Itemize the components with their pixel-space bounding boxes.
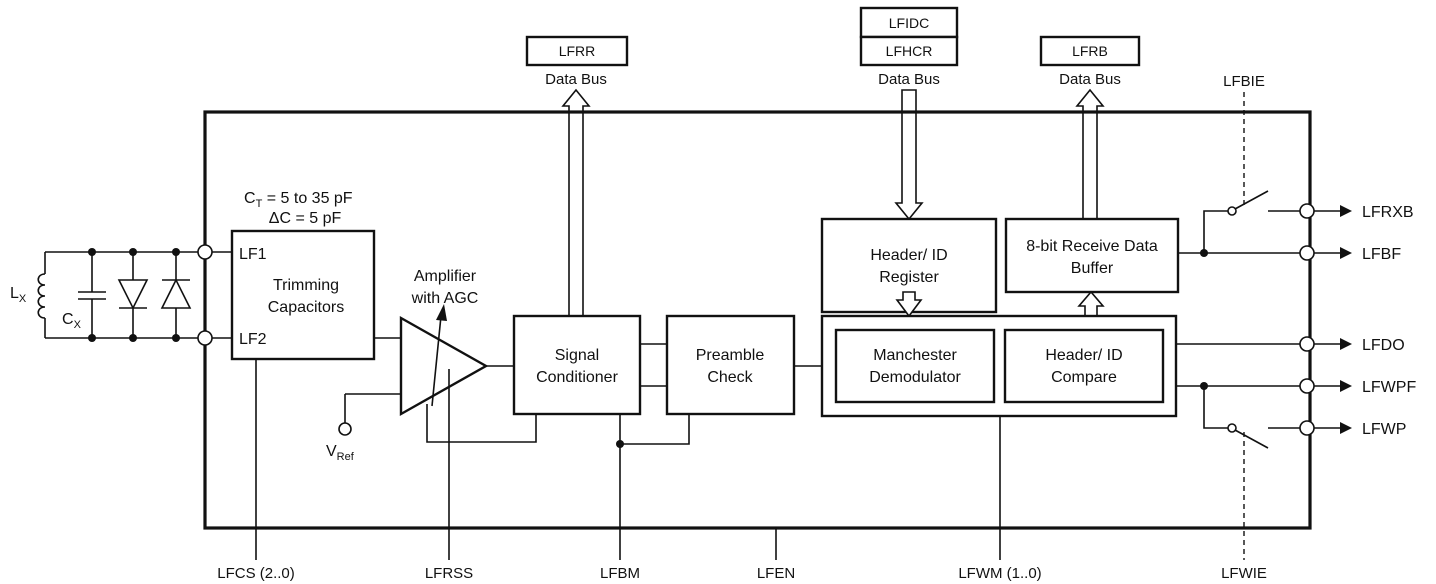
lfidc-lfhcr-register-group: LFIDC LFHCR Data Bus bbox=[859, 6, 959, 221]
delta-c-label: ΔC = 5 pF bbox=[269, 210, 342, 227]
lfbf-arrow-icon bbox=[1340, 247, 1352, 259]
agc-arrow-head-icon bbox=[436, 304, 447, 321]
lfrb-label: LFRB bbox=[1072, 43, 1108, 59]
lfrxb-switch-contact bbox=[1227, 206, 1237, 216]
compare-line2: Compare bbox=[1051, 369, 1117, 386]
lfrss-label: LFRSS bbox=[425, 565, 473, 582]
header-id-register-line1: Header/ ID bbox=[870, 247, 947, 264]
lfen-label: LFEN bbox=[757, 565, 795, 582]
preamble-line1: Preamble bbox=[696, 347, 765, 364]
data-bus-arrow-down-2 bbox=[894, 89, 924, 221]
output-pin-lfwpf: LFWPF bbox=[1299, 378, 1416, 396]
ct-range-label: CT = 5 to 35 pF bbox=[244, 190, 353, 210]
lfbm-label: LFBM bbox=[600, 565, 640, 582]
trimming-line1: Trimming bbox=[273, 277, 339, 294]
register-to-compare-arrow bbox=[895, 291, 923, 318]
data-bus-label-1: Data Bus bbox=[545, 71, 607, 88]
lfrr-label: LFRR bbox=[559, 43, 596, 59]
signal-conditioner-block bbox=[512, 314, 642, 416]
lfdo-arrow-icon bbox=[1340, 338, 1352, 350]
manchester-demodulator-block bbox=[834, 328, 996, 404]
data-bus-arrow-up-3 bbox=[1075, 88, 1105, 220]
agc-arrow-line bbox=[431, 315, 442, 407]
receive-data-buffer-block bbox=[1004, 217, 1180, 294]
header-id-register-line2: Register bbox=[879, 269, 939, 286]
signal-conditioner-line1: Signal bbox=[555, 347, 599, 364]
data-bus-arrow-up-1 bbox=[561, 88, 591, 317]
diode-2-icon bbox=[160, 278, 192, 309]
lf2-pin bbox=[197, 330, 213, 346]
lf1-label: LF1 bbox=[239, 246, 267, 263]
lfwp-arrow-icon bbox=[1340, 422, 1352, 434]
lfbf-label: LFBF bbox=[1362, 246, 1401, 263]
vref-label: VRef bbox=[326, 443, 355, 463]
lfrxb-label: LFRXB bbox=[1362, 204, 1414, 221]
preamble-line2: Check bbox=[707, 369, 753, 386]
lfwp-switch-contact bbox=[1227, 423, 1237, 433]
lfidc-label: LFIDC bbox=[889, 15, 929, 31]
signal-conditioner-line2: Conditioner bbox=[536, 369, 619, 386]
data-bus-label-3: Data Bus bbox=[1059, 71, 1121, 88]
amplifier-line2: with AGC bbox=[411, 290, 479, 307]
header-id-compare-block bbox=[1003, 328, 1165, 404]
manchester-line1: Manchester bbox=[873, 347, 957, 364]
data-bus-label-2: Data Bus bbox=[878, 71, 940, 88]
lfhcr-register-box bbox=[859, 35, 959, 67]
output-pin-lfrxb: LFRXB bbox=[1299, 203, 1414, 221]
receive-buffer-line2: Buffer bbox=[1071, 260, 1114, 277]
lfwpf-arrow-icon bbox=[1340, 380, 1352, 392]
amplifier-line1: Amplifier bbox=[414, 268, 477, 285]
inductor-lx-icon bbox=[37, 273, 46, 319]
cx-label: CX bbox=[62, 311, 82, 331]
vref-terminal bbox=[338, 422, 352, 436]
demod-to-buffer-arrow bbox=[1077, 290, 1105, 317]
preamble-check-block bbox=[665, 314, 796, 416]
lf1-pin bbox=[197, 244, 213, 260]
trimming-line2: Capacitors bbox=[268, 299, 344, 316]
trimming-capacitors-block bbox=[230, 229, 376, 361]
lfrr-register-group: LFRR Data Bus bbox=[525, 35, 629, 317]
agc-feedback-line bbox=[426, 404, 537, 443]
diode-1-icon bbox=[117, 279, 149, 310]
output-pin-lfbf: LFBF bbox=[1299, 245, 1401, 263]
lfwp-label: LFWP bbox=[1362, 421, 1406, 438]
compare-line1: Header/ ID bbox=[1045, 347, 1122, 364]
amplifier-triangle-icon bbox=[399, 315, 489, 417]
lfbie-label: LFBIE bbox=[1223, 73, 1265, 90]
lfhcr-label: LFHCR bbox=[886, 43, 933, 59]
manchester-line2: Demodulator bbox=[869, 369, 961, 386]
lfcs-label: LFCS (2..0) bbox=[217, 565, 295, 582]
lfrb-register-box bbox=[1039, 35, 1141, 67]
lfdo-label: LFDO bbox=[1362, 337, 1405, 354]
lfwm-label: LFWM (1..0) bbox=[958, 565, 1041, 582]
output-pin-lfdo: LFDO bbox=[1299, 336, 1405, 354]
lfwp-switch-icon bbox=[1234, 429, 1269, 449]
external-lc-circuit: LX CX bbox=[10, 248, 205, 342]
lfrb-register-group: LFRB Data Bus bbox=[1039, 35, 1141, 220]
lf2-label: LF2 bbox=[239, 331, 267, 348]
lfwie-label: LFWIE bbox=[1221, 565, 1267, 582]
lfwpf-label: LFWPF bbox=[1362, 379, 1416, 396]
output-pin-lfwp: LFWP bbox=[1268, 420, 1406, 438]
lfrxb-switch-icon bbox=[1234, 190, 1269, 210]
lfrr-register-box bbox=[525, 35, 629, 67]
lx-label: LX bbox=[10, 285, 27, 305]
receive-buffer-line1: 8-bit Receive Data bbox=[1026, 238, 1158, 255]
chip-boundary bbox=[203, 110, 1312, 530]
lfrxb-arrow-icon bbox=[1340, 205, 1352, 217]
